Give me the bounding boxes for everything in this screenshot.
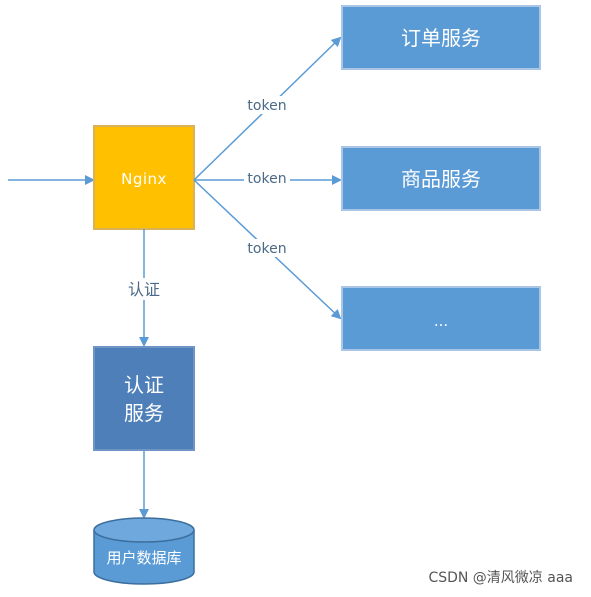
svg-text:认证: 认证 [128,280,160,299]
product-service-label: 商品服务 [401,167,481,191]
auth-service-node: 认证 服务 [93,346,195,451]
svg-text:token: token [247,98,286,114]
product-service-node: 商品服务 [341,146,541,211]
svg-text:token: token [247,171,286,187]
nginx-label: Nginx [121,170,167,188]
token-label-product: token [244,170,290,188]
svg-text:token: token [247,241,286,257]
nginx-node: Nginx [93,125,195,230]
more-services-label: ... [434,312,448,330]
auth-service-label-line2: 服务 [124,401,164,425]
user-database-label: 用户数据库 [106,549,181,567]
watermark-text: CSDN @清风微凉 aaa [428,570,573,586]
token-label-order: token [244,96,290,114]
user-database-node: 用户数据库 [93,517,195,585]
token-label-more: token [244,239,290,257]
order-service-node: 订单服务 [341,5,541,70]
auth-edge-label: 认证 [122,278,166,300]
order-service-label: 订单服务 [401,26,481,50]
more-services-node: ... [341,286,541,351]
auth-service-label-line1: 认证 [124,373,164,397]
